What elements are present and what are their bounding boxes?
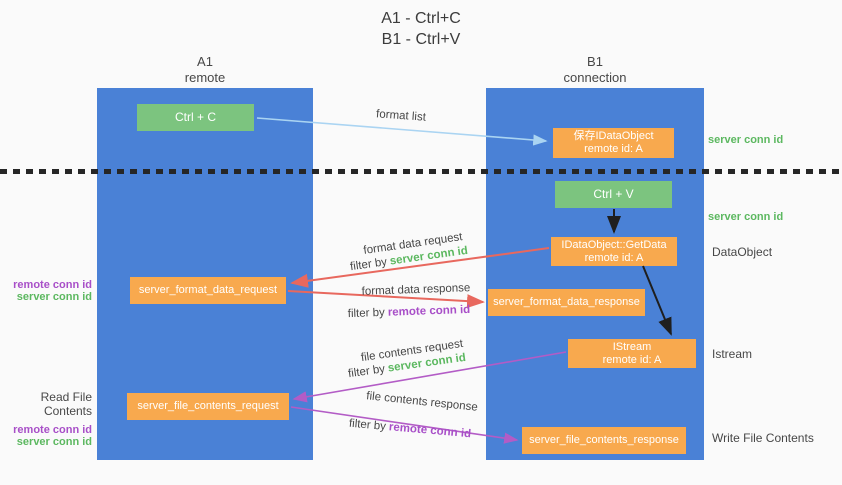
node-file-request-label: server_file_contents_request <box>137 400 279 412</box>
node-getdata-title: IDataObject::GetData <box>561 238 667 251</box>
column-b-name: connection <box>563 70 627 85</box>
title-line-b1: B1 - Ctrl+V <box>381 31 461 48</box>
node-format-response-label: server_format_data_response <box>493 296 640 308</box>
node-ctrl-c-label: Ctrl + C <box>174 110 216 124</box>
edge-label-file-contents-response: file contents response <box>365 390 479 414</box>
filter-by-text: filter by <box>349 256 388 274</box>
node-ctrl-v: Ctrl + V <box>555 181 672 208</box>
node-istream-title: IStream <box>612 340 652 353</box>
left-label-server-conn-id-file: server conn id <box>16 436 92 448</box>
node-server-format-data-request: server_format_data_request <box>130 277 286 304</box>
edge-label-format-data-response: format data response <box>361 282 471 298</box>
right-label-dataobject: DataObject <box>712 245 773 259</box>
node-istream-remote-id: remote id: A <box>602 353 662 366</box>
node-file-response-label: server_file_contents_response <box>529 434 679 446</box>
node-save-idataobject: 保存IDataObject remote id: A <box>553 128 674 158</box>
remote-conn-id-text: remote conn id <box>387 303 471 319</box>
copy-paste-phase-divider <box>0 169 842 174</box>
right-label-server-conn-id-paste: server conn id <box>708 211 784 223</box>
diagram-title: A1 - Ctrl+C B1 - Ctrl+V <box>0 8 842 50</box>
node-ctrl-c: Ctrl + C <box>137 104 254 131</box>
node-istream: IStream remote id: A <box>568 339 696 368</box>
node-server-file-contents-response: server_file_contents_response <box>522 427 686 454</box>
left-label-read-file-contents: Read File Contents <box>40 390 92 418</box>
left-label-file-group: Read File Contents remote conn id server… <box>0 390 92 448</box>
remote-conn-id-text: remote conn id <box>388 421 472 441</box>
node-server-format-data-response: server_format_data_response <box>488 289 645 316</box>
column-a-id: A1 <box>197 54 213 69</box>
right-label-write-file-contents: Write File Contents <box>712 431 814 445</box>
right-label-server-conn-id-copy: server conn id <box>708 134 784 146</box>
column-b-id: B1 <box>587 54 603 69</box>
column-a-name: remote <box>184 70 226 85</box>
left-label-remote-conn-id-format: remote conn id <box>13 279 92 291</box>
filter-by-text: filter by <box>347 306 386 321</box>
right-label-istream: Istream <box>712 347 753 361</box>
filter-by-text: filter by <box>348 417 387 433</box>
node-save-idataobject-title: 保存IDataObject <box>573 130 654 142</box>
title-line-a1: A1 - Ctrl+C <box>381 10 461 27</box>
node-format-request-label: server_format_data_request <box>138 284 278 296</box>
column-header-b1: B1 connection <box>525 54 665 86</box>
node-getdata-remote-id: remote id: A <box>584 251 644 264</box>
node-save-idataobject-remote-id: remote id: A <box>584 143 643 155</box>
node-idataobject-getdata: IDataObject::GetData remote id: A <box>551 237 677 266</box>
node-server-file-contents-request: server_file_contents_request <box>127 393 289 420</box>
left-label-format-conn-ids: remote conn id server conn id <box>13 279 92 303</box>
filter-by-text: filter by <box>347 363 386 381</box>
column-header-a1: A1 remote <box>135 54 275 86</box>
node-ctrl-v-label: Ctrl + V <box>593 187 634 201</box>
edge-label-format-list: format list <box>375 108 427 124</box>
left-label-remote-conn-id-file: remote conn id <box>13 424 92 436</box>
left-label-server-conn-id-format: server conn id <box>16 291 92 303</box>
